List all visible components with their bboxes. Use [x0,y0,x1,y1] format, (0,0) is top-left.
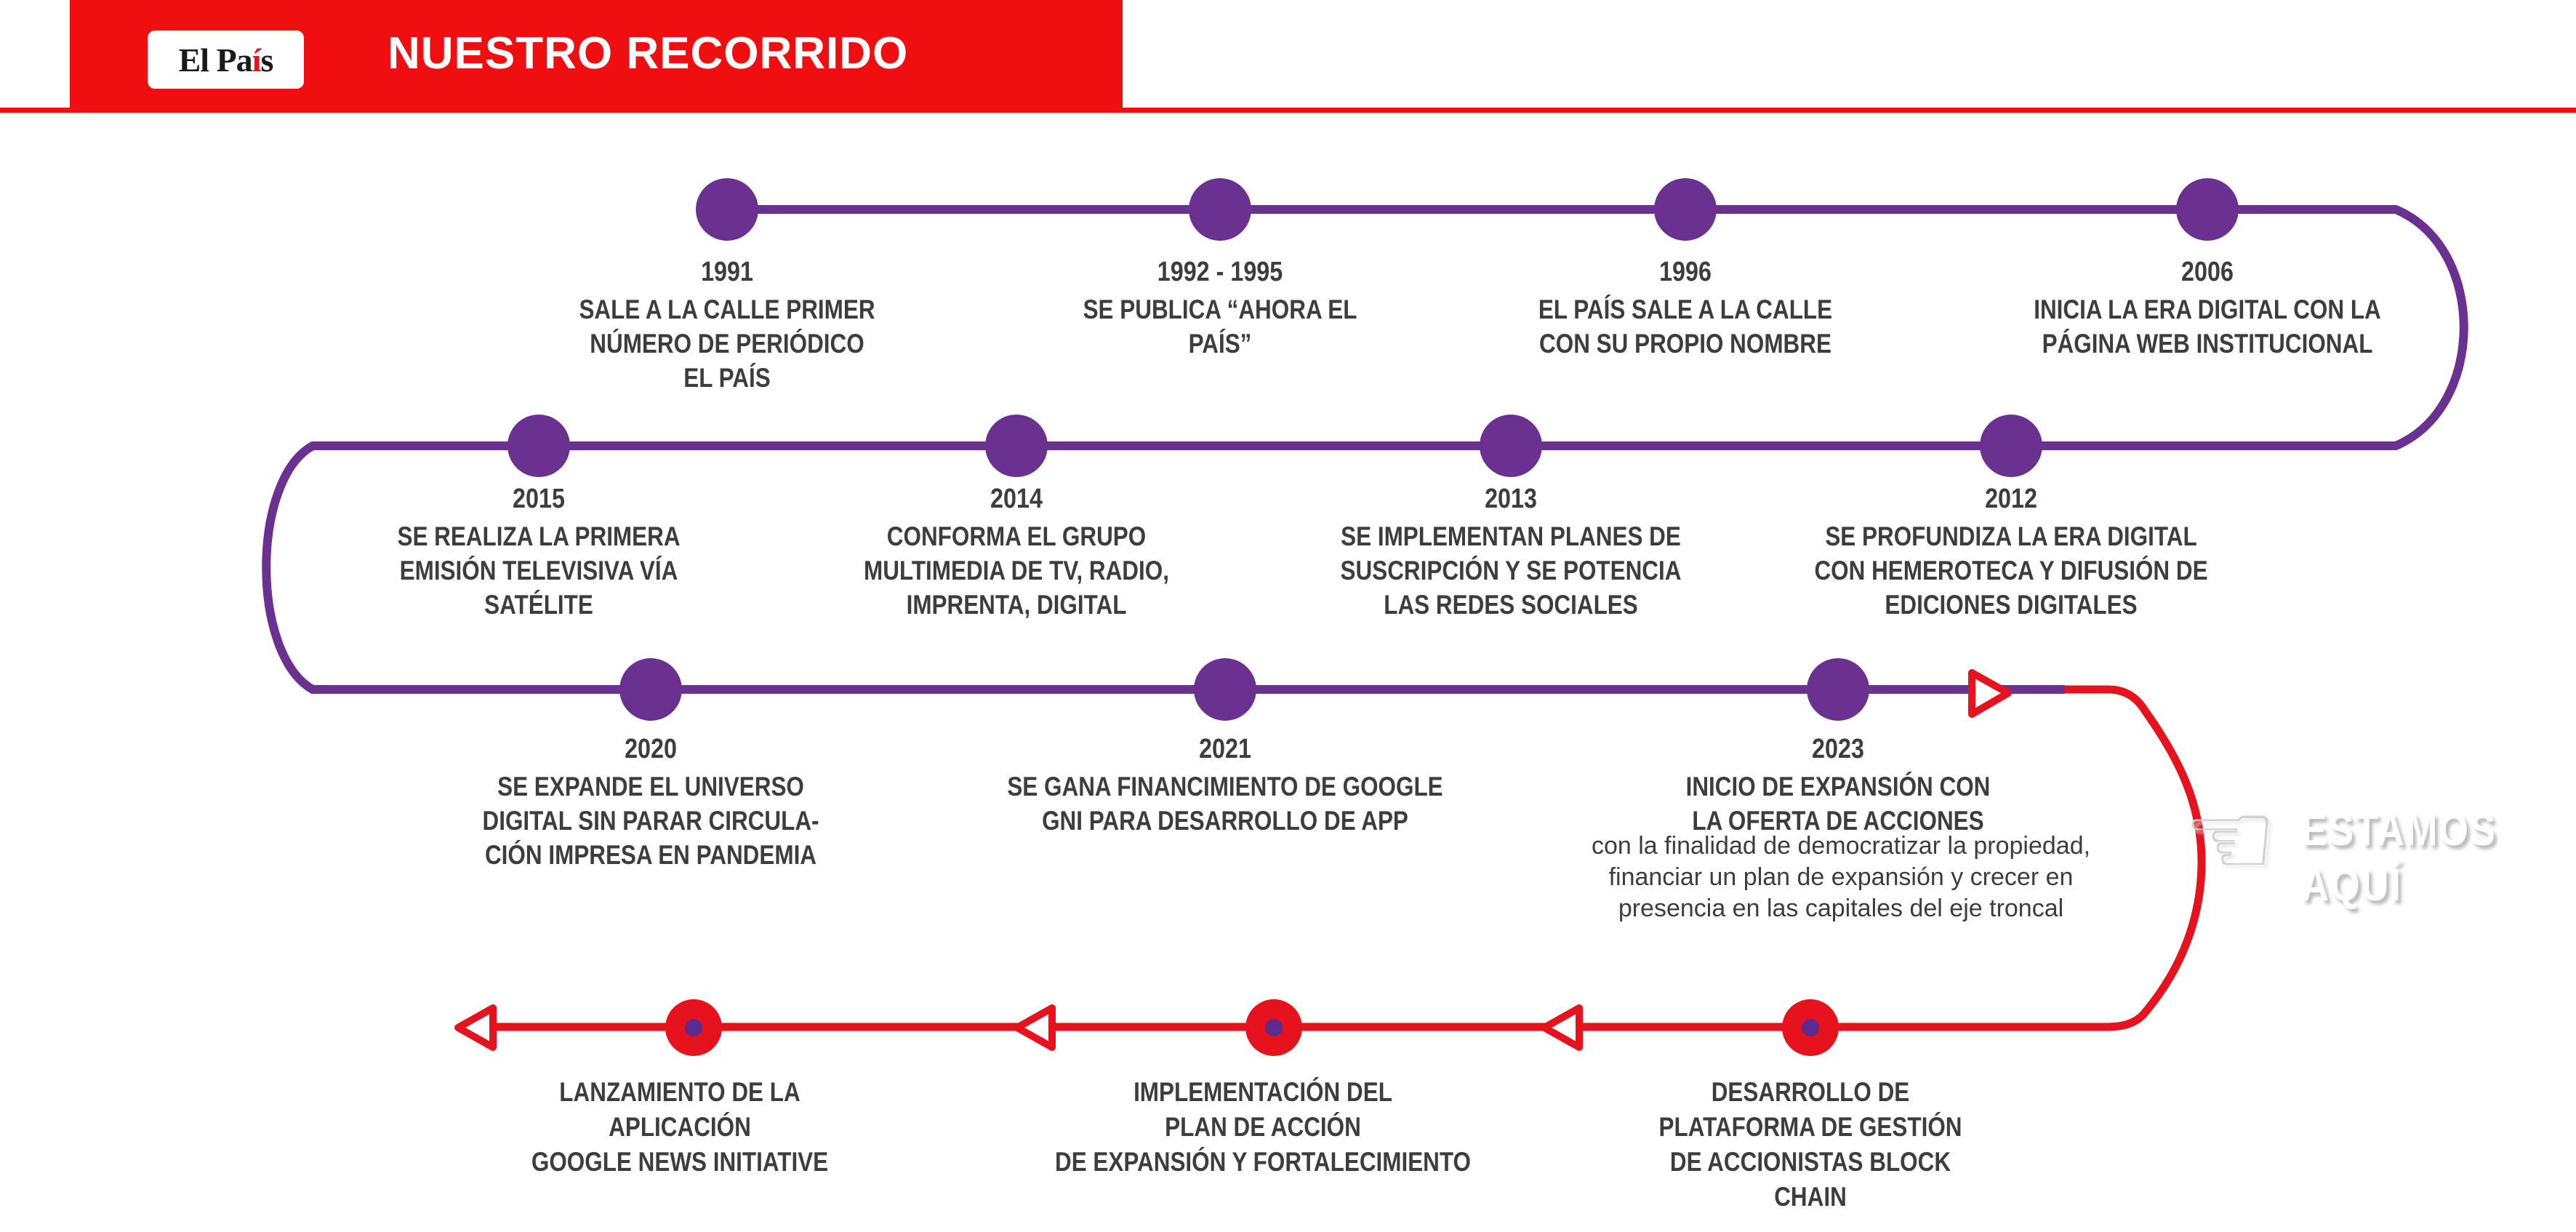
event-year: 2015 [513,484,565,514]
timeline-event-1991: 1991 SALE A LA CALLE PRIMER NÚMERO DE PE… [579,257,875,393]
timeline-event-1992-1995: 1992 - 1995 SE PUBLICA “AHORA EL PAÍS” [1083,257,1357,359]
milestone-dot-2015 [507,415,570,477]
timeline-event-google-news-initiative: LANZAMIENTO DE LA APLICACIÓN GOOGLE NEWS… [531,1077,829,1177]
timeline-event-2020: 2020 SE EXPANDE EL UNIVERSO DIGITAL SIN … [482,734,819,870]
event-year: 1996 [1659,257,1712,287]
future-dot-blockchain-core [1802,1019,1819,1036]
event-year: 2021 [1199,734,1251,764]
arrow-left-icon [1541,1004,1583,1051]
event-year: 2013 [1485,484,1537,514]
page-title: NUESTRO RECORRIDO [388,28,909,79]
left-pointing-hand-icon: ☜ [2183,780,2277,898]
timeline-event-2023-details: con la finalidad de democratizar la prop… [1591,832,2091,922]
timeline-event-2012: 2012 SE PROFUNDIZA LA ERA DIGITAL CON HE… [1814,484,2208,620]
timeline-purple-path [262,205,2468,694]
timeline-event-2006: 2006 INICIA LA ERA DIGITAL CON LA PÁGINA… [2034,257,2381,359]
header-band: El País NUESTRO RECORRIDO [70,0,1123,108]
arrow-left-icon [454,1004,497,1051]
timeline-event-2013: 2013 SE IMPLEMENTAN PLANES DE SUSCRIPCIÓ… [1340,484,1682,620]
milestone-dot-1996 [1654,178,1717,241]
timeline-event-2023: 2023 INICIO DE EXPANSIÓN CON LA OFERTA D… [1685,734,1991,836]
event-year: 2014 [990,484,1043,514]
arrow-left-icon [1014,1004,1056,1051]
future-dot-plan-accion-core [1265,1019,1283,1036]
milestone-dot-2023 [1807,658,1869,721]
timeline-event-2014: 2014 CONFORMA EL GRUPO MULTIMEDIA DE TV,… [864,484,1169,620]
future-dot-gni-app-core [685,1019,702,1036]
milestone-dot-2014 [985,415,1048,477]
timeline-event-blockchain: DESARROLLO DE PLATAFORMA DE GESTIÓN DE A… [1658,1077,1962,1212]
timeline-red-path [476,685,2206,1031]
timeline-event-2021: 2021 SE GANA FINANCIMIENTO DE GOOGLE GNI… [1007,734,1443,836]
event-year: 2020 [625,734,677,764]
milestone-dot-2012 [1980,415,2042,477]
timeline-event-2015: 2015 SE REALIZA LA PRIMERA EMISIÓN TELEV… [397,484,681,620]
event-year: 2006 [2181,257,2234,287]
timeline-event-plan-de-accion: IMPLEMENTACIÓN DEL PLAN DE ACCIÓN DE EXP… [1055,1077,1471,1177]
arrow-right-icon [1968,669,2012,718]
header-rule [0,108,2576,113]
milestone-dot-2020 [619,658,682,721]
milestone-dot-1992-1995 [1189,178,1251,241]
el-pais-logo: El País [148,31,304,89]
milestone-dot-2006 [2176,178,2239,241]
milestone-dot-1991 [696,178,758,241]
logo-text: El País [178,41,274,79]
milestone-dot-2021 [1194,658,1256,721]
event-year: 1991 [701,257,753,287]
timeline-event-1996: 1996 EL PAÍS SALE A LA CALLE CON SU PROP… [1538,257,1833,359]
event-year: 2023 [1812,734,1864,764]
estamos-aqui-label: ESTAMOS AQUÍ [2301,805,2497,911]
event-year: 2012 [1985,484,2037,514]
event-year: 1992 - 1995 [1157,257,1283,287]
milestone-dot-2013 [1480,415,1542,477]
